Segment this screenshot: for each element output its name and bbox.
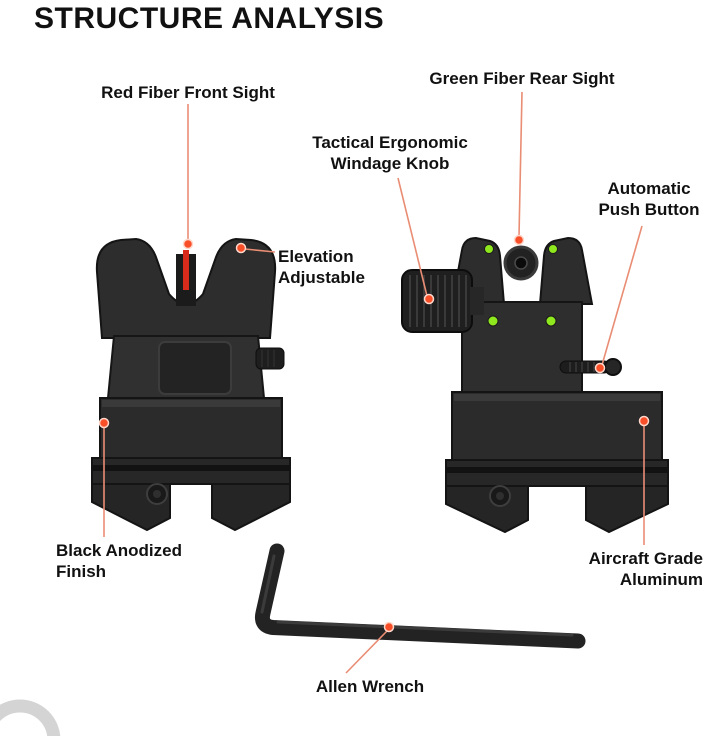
allen-wrench-illustration bbox=[255, 543, 586, 649]
callout-dot-aluminum bbox=[638, 415, 650, 427]
leader-line-push-button bbox=[601, 225, 643, 366]
callout-dot-elevation bbox=[235, 242, 247, 254]
callout-dot-red-fiber bbox=[182, 238, 194, 250]
green-fiber-lower-left bbox=[487, 315, 499, 327]
green-fiber-dot-left bbox=[484, 244, 494, 254]
label-push-button: Automatic Push Button bbox=[598, 179, 700, 219]
page-title: STRUCTURE ANALYSIS bbox=[34, 2, 385, 35]
callout-dot-allen-wrench bbox=[383, 621, 395, 633]
callout-dot-green-fiber bbox=[513, 234, 525, 246]
rear-sight-base bbox=[451, 391, 663, 461]
rear-sight-illustration bbox=[401, 236, 669, 534]
callout-dot-push-button bbox=[594, 362, 606, 374]
red-fiber-rod bbox=[183, 250, 189, 290]
leader-line-elevation bbox=[244, 248, 276, 253]
label-green-fiber-rear-sight: Green Fiber Rear Sight bbox=[429, 69, 615, 88]
callout-dot-black-anodized bbox=[98, 417, 110, 429]
label-windage-knob: Tactical Ergonomic Windage Knob bbox=[312, 133, 468, 173]
push-button-cap bbox=[604, 358, 622, 376]
green-fiber-lower-right bbox=[545, 315, 557, 327]
rear-sight-body bbox=[461, 301, 583, 393]
green-fiber-dot-right bbox=[548, 244, 558, 254]
front-detent-knob bbox=[255, 347, 285, 370]
leader-lines bbox=[103, 91, 645, 674]
label-elevation-adjustable: Elevation Adjustable bbox=[278, 247, 365, 287]
leader-line-green-fiber bbox=[518, 91, 523, 237]
front-sight-base bbox=[99, 397, 283, 459]
label-red-fiber-front-sight: Red Fiber Front Sight bbox=[101, 83, 275, 102]
label-aircraft-grade-aluminum: Aircraft Grade Aluminum bbox=[588, 549, 703, 589]
leader-line-allen-wrench bbox=[345, 630, 388, 674]
rear-sight-right-ear bbox=[538, 236, 594, 305]
label-black-anodized-finish: Black Anodized Finish bbox=[56, 541, 182, 581]
callout-dot-windage-knob bbox=[423, 293, 435, 305]
front-sight-illustration bbox=[91, 237, 291, 532]
leader-line-windage-knob bbox=[397, 177, 428, 297]
front-sight-recess bbox=[158, 341, 232, 395]
label-allen-wrench: Allen Wrench bbox=[315, 677, 425, 696]
watermark-logo bbox=[0, 699, 61, 736]
callout-dots bbox=[98, 234, 650, 633]
